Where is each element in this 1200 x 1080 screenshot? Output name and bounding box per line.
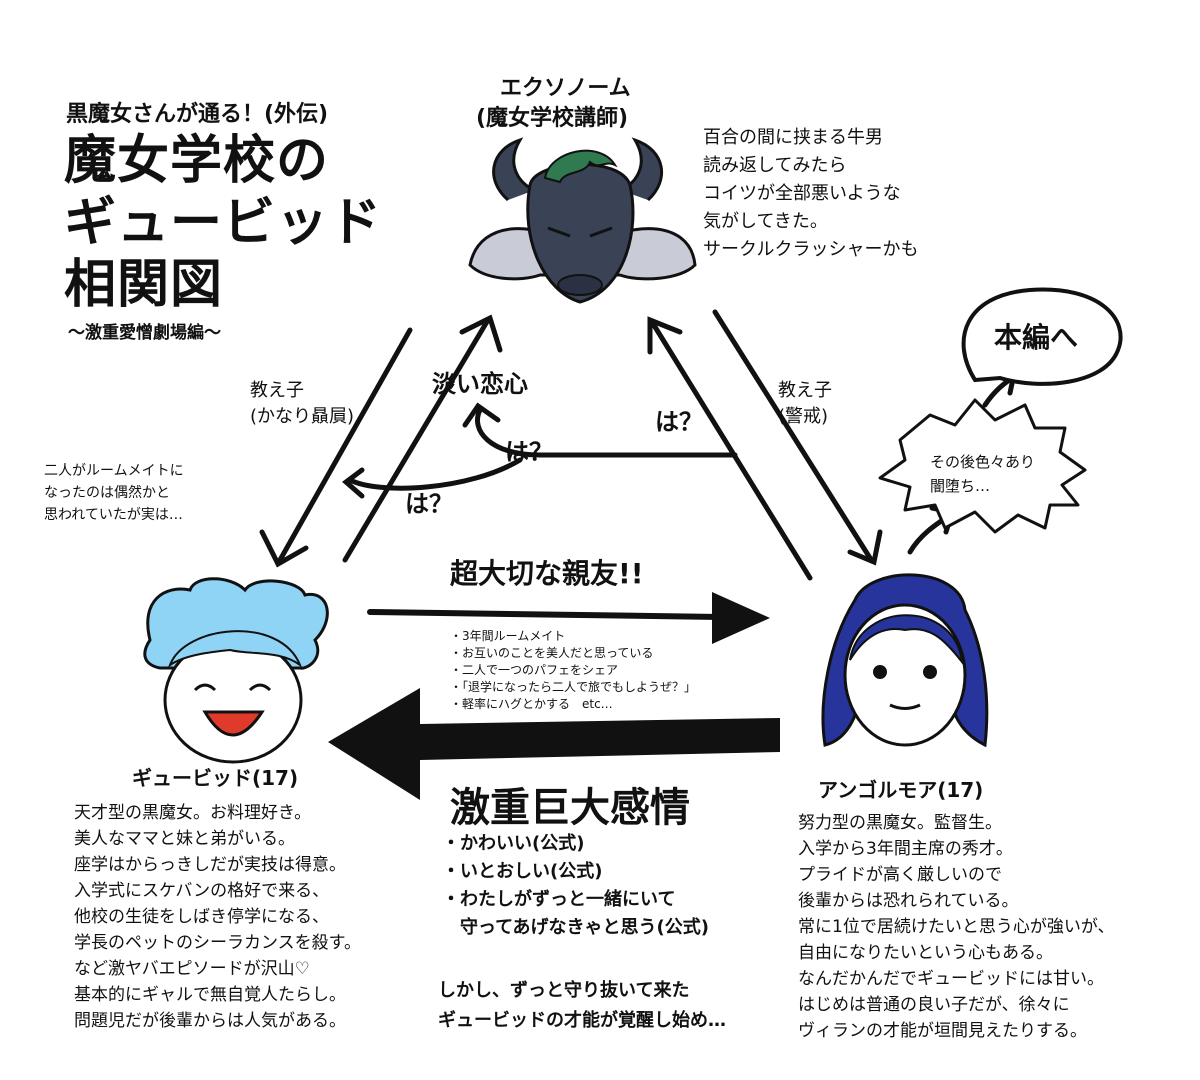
arrow-gyubid-to-teacher: [342, 314, 503, 563]
title-sub: ～激重愛憎劇場編～: [68, 323, 221, 343]
label-teacher-to-gyubid: 教え子 (かなり贔屓): [250, 380, 355, 427]
arrow-angol-to-teacher: [647, 316, 813, 581]
angol-portrait: [821, 573, 989, 748]
fall-spike-bubble: [878, 398, 1087, 534]
teacher-role: (魔女学校講師): [476, 106, 629, 131]
roommate-note: 二人がルームメイトに なったのは偶然かと 思われていたが実は…: [44, 463, 184, 523]
page-title: 魔女学校の ギュービッド 相関図: [64, 131, 383, 315]
gyubid-name: ギュービッド(17): [132, 766, 299, 790]
arrow-best-friend: [367, 592, 770, 644]
arrow-heavy-feelings: [328, 688, 780, 800]
arrow-teacher-to-gyubid: [259, 327, 413, 568]
label-heavy-feelings: 激重巨大感情: [450, 785, 690, 831]
teacher-portrait: [468, 137, 697, 304]
label-teacher-to-angol: 教え子 (警戒): [778, 380, 832, 427]
jealousy-lines: [342, 402, 738, 499]
arrow-teacher-to-angol: [712, 309, 883, 566]
fall-text: その後色々あり 闇堕ち…: [930, 453, 1036, 495]
gyubid-portrait: [143, 577, 329, 764]
label-crush: 淡い恋心: [432, 370, 528, 398]
twist-text: しかし、ずっと守り抜いて来た ギュービッドの才能が覚醒し始め…: [438, 980, 726, 1031]
heavy-feelings-points: ・かわいい(公式) ・いとおしい(公式) ・わたしがずっと一緒にいて 守ってあげ…: [442, 833, 710, 938]
gyubid-desc: 天才型の黒魔女。お料理好き。 美人なママと妹と弟がいる。 座学はからっきしだが実…: [74, 803, 361, 1031]
label-ha-2: は？: [505, 438, 553, 466]
title-pre: 黒魔女さんが通る！(外伝): [66, 102, 329, 127]
honpen-link[interactable]: 本編へ: [994, 321, 1079, 354]
angol-name: アンゴルモア(17): [818, 778, 984, 802]
label-ha-1: は？: [655, 408, 703, 436]
best-friend-points: ・3年間ルームメイト ・お互いのことを美人だと思っている ・二人で一つのパフェを…: [450, 629, 697, 711]
label-best-friend: 超大切な親友!!: [450, 557, 644, 590]
honpen-bubble: [961, 287, 1123, 386]
label-ha-3: は？: [405, 490, 453, 518]
teacher-note: 百合の間に挟まる牛男 読み返してみたら コイツが全部悪いような 気がしてきた。 …: [703, 127, 919, 260]
angol-desc: 努力型の黒魔女。監督生。 入学から3年間主席の秀才。 プライドが高く厳しいので …: [798, 813, 1115, 1041]
teacher-name: エクソノーム: [500, 76, 631, 101]
